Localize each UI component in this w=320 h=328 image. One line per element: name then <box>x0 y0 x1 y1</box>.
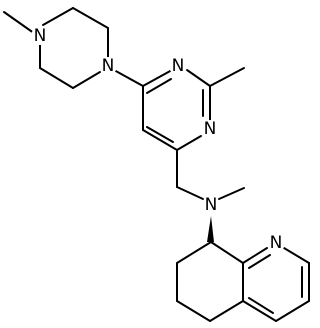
atom-piperazine-n1: N <box>31 26 49 46</box>
bond-c8a-n1 <box>242 247 268 264</box>
bond-c8a-n1-double <box>248 254 271 269</box>
atom-label-pyrimidine-n3: N <box>204 119 217 139</box>
bond-pyrimidine-5 <box>142 129 178 151</box>
wedge-amine-c8 <box>207 216 214 242</box>
atom-pyrimidine-n3: N <box>201 119 219 139</box>
bond-n1-c2 <box>283 247 310 264</box>
atom-labels: N N N N N N <box>31 26 285 253</box>
bond-c8a-c8 <box>210 241 244 264</box>
bond-c3-c4 <box>275 300 310 322</box>
bond-c6-c5 <box>176 300 211 322</box>
atom-label-quinoline-n: N <box>270 233 283 253</box>
bond-pyrimidine-4 <box>176 135 202 151</box>
bond-ch2-amine <box>176 186 204 200</box>
atom-pyrimidine-n1: N <box>169 56 187 76</box>
bond-pyrimidine-1 <box>142 69 173 87</box>
atom-amine-n: N <box>202 195 220 215</box>
atom-quinoline-n: N <box>267 233 285 253</box>
bond-c4-c4a <box>242 300 277 322</box>
bond-c8-c7 <box>176 241 212 264</box>
bond-piperazine-1 <box>42 7 74 26</box>
bond-c5-c4a <box>209 300 244 322</box>
atom-label-pyrimidine-n1: N <box>172 56 185 76</box>
atom-label-piperazine-n1: N <box>34 26 47 46</box>
bond-pyrimidine-5-double <box>146 126 174 143</box>
bond-piperazine-5 <box>39 67 74 89</box>
bond-piperazine-2 <box>72 7 109 29</box>
bond-amine-methyl <box>218 187 245 200</box>
bond-pyrimidine-1-double <box>146 78 172 94</box>
atom-label-piperazine-n4: N <box>102 56 115 76</box>
bond-pyrimidine-methyl <box>209 67 245 87</box>
bonds <box>3 7 310 322</box>
atom-label-amine-n: N <box>205 195 218 215</box>
bond-piperazine-pyrimidine <box>113 69 144 87</box>
atom-piperazine-n4: N <box>99 56 117 76</box>
bond-piperazine-4 <box>72 71 101 89</box>
bond-pyrimidine-2 <box>186 69 211 87</box>
bond-c4-c4a-double <box>248 297 274 314</box>
